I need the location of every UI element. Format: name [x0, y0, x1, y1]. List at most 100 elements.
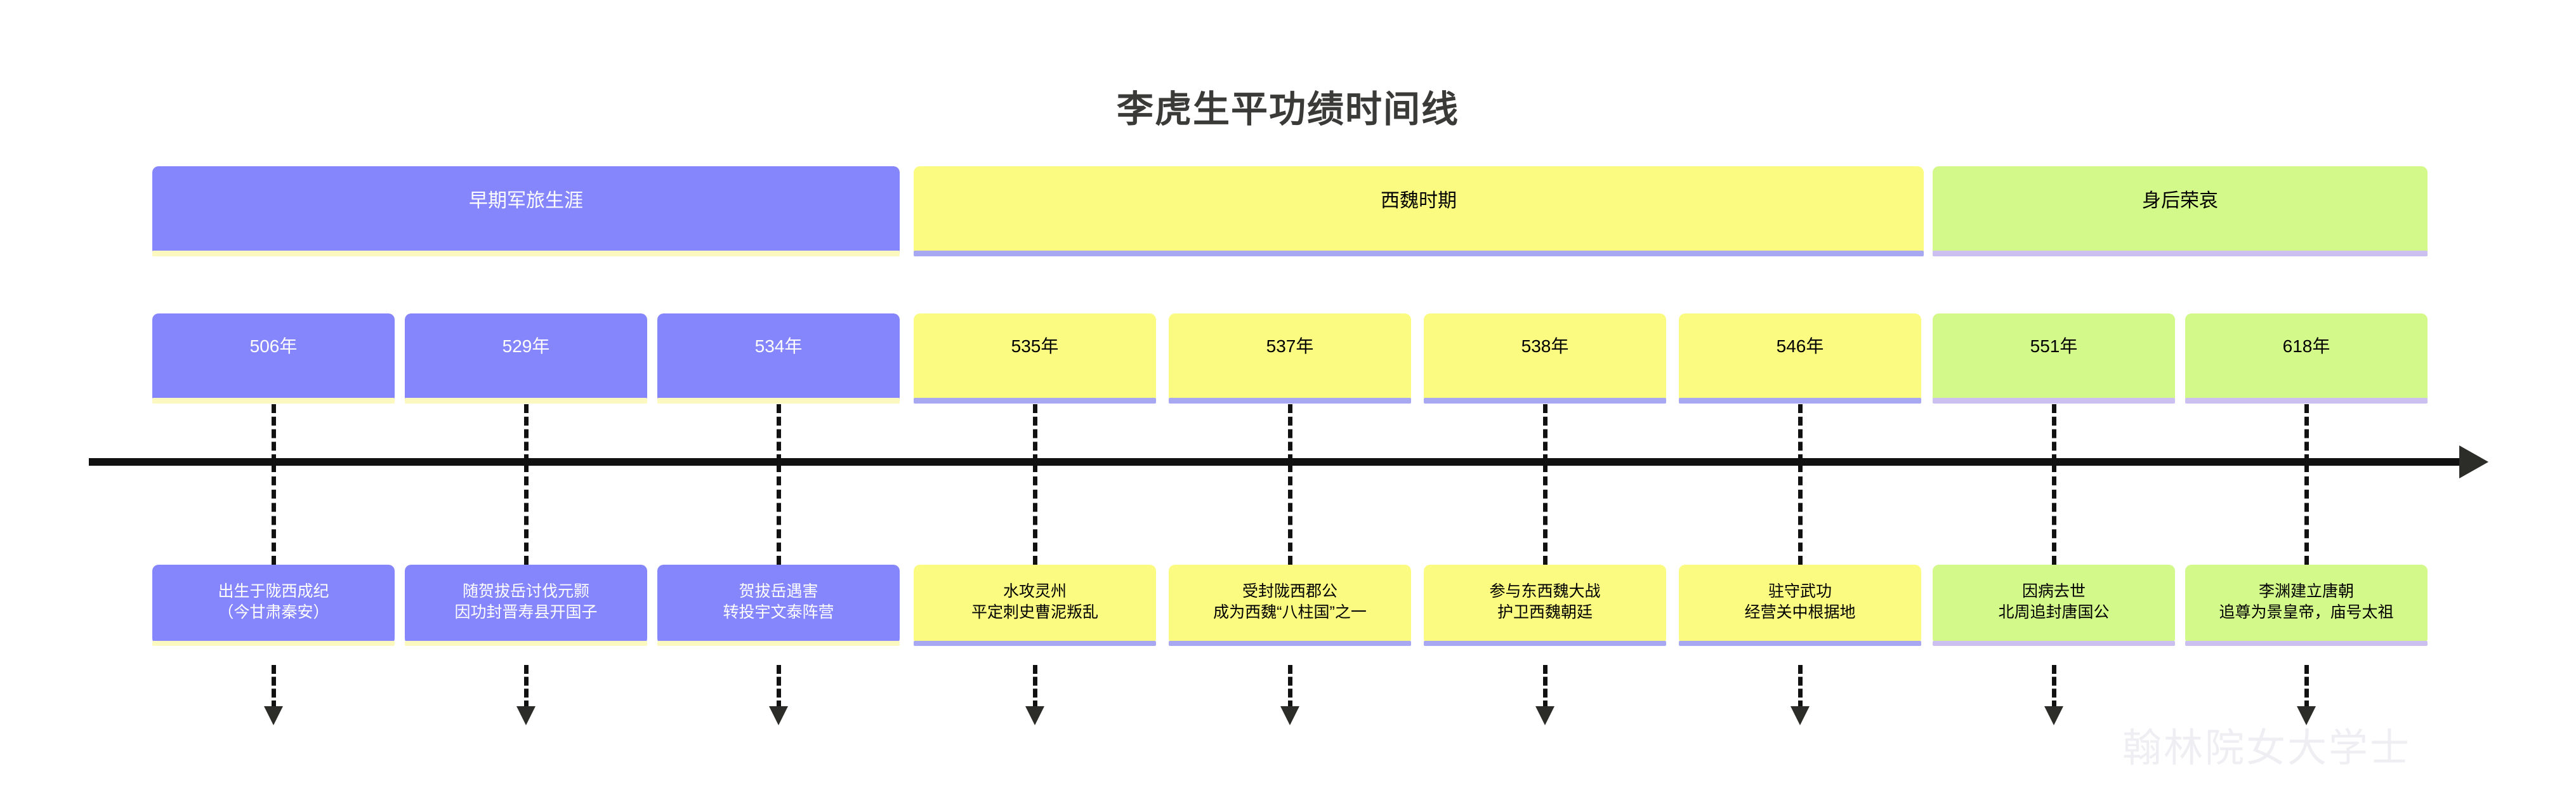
event-description-line: 驻守武功	[1768, 582, 1832, 600]
connector-dashed-line	[2052, 463, 2056, 565]
phase-band-label: 早期军旅生涯	[469, 190, 583, 211]
connector-dashed-line	[524, 665, 529, 709]
year-label: 551年	[2030, 336, 2078, 356]
connector-dashed-line	[1798, 665, 1803, 709]
event-description-line: 贺拔岳遇害	[739, 582, 818, 600]
connector-dashed-line	[1288, 404, 1292, 463]
event-box[interactable]: 随贺拔岳讨伐元颢因功封晋寿县开国子	[405, 565, 647, 645]
connector-dashed-line	[524, 404, 529, 463]
event-box-underline	[1424, 641, 1666, 646]
year-label: 537年	[1266, 336, 1314, 356]
event-description-line: 随贺拔岳讨伐元颢	[462, 582, 589, 600]
phase-band-underline	[152, 251, 900, 256]
event-box[interactable]: 出生于陇西成纪 （今甘肃秦安）	[152, 565, 395, 645]
year-box[interactable]: 506年	[152, 313, 395, 404]
year-box-underline	[1933, 398, 2175, 404]
connector-dashed-line	[1288, 665, 1292, 709]
year-label: 534年	[754, 336, 803, 356]
event-box-underline	[1169, 641, 1411, 646]
event-description-line: 受封陇西郡公	[1242, 582, 1337, 600]
connector-dashed-line	[1543, 463, 1548, 565]
connector-dashed-line	[1798, 404, 1803, 463]
year-box-underline	[2185, 398, 2428, 404]
event-box-underline	[1933, 641, 2175, 646]
event-box[interactable]: 参与东西魏大战护卫西魏朝廷	[1424, 565, 1666, 645]
year-box[interactable]: 534年	[657, 313, 900, 404]
event-description-line: 平定刺史曹泥叛乱	[971, 603, 1098, 621]
year-label: 535年	[1011, 336, 1059, 356]
year-box[interactable]: 537年	[1169, 313, 1411, 404]
year-box-underline	[1679, 398, 1921, 404]
connector-arrow-icon	[1280, 706, 1299, 725]
year-label: 506年	[249, 336, 298, 356]
phase-band[interactable]: 身后荣哀	[1933, 166, 2428, 256]
year-box-underline	[1169, 398, 1411, 404]
connector-dashed-line	[777, 665, 781, 709]
year-label: 618年	[2282, 336, 2330, 356]
event-description-line: 李渊建立唐朝	[2258, 582, 2354, 600]
connector-dashed-line	[1033, 404, 1037, 463]
connector-dashed-line	[777, 404, 781, 463]
event-description-line: 转投宇文泰阵营	[723, 603, 834, 621]
event-box-underline	[1679, 641, 1921, 646]
connector-dashed-line	[777, 463, 781, 565]
connector-arrow-icon	[1535, 706, 1554, 725]
year-box[interactable]: 538年	[1424, 313, 1666, 404]
phase-band[interactable]: 西魏时期	[914, 166, 1924, 256]
connector-dashed-line	[272, 665, 276, 709]
event-box[interactable]: 受封陇西郡公成为西魏“八柱国”之一	[1169, 565, 1411, 645]
event-description-line: 护卫西魏朝廷	[1497, 603, 1593, 621]
event-box[interactable]: 水攻灵州平定刺史曹泥叛乱	[914, 565, 1156, 645]
event-description-line: 经营关中根据地	[1744, 603, 1856, 621]
event-box[interactable]: 李渊建立唐朝追尊为景皇帝，庙号太祖	[2185, 565, 2428, 645]
year-box[interactable]: 546年	[1679, 313, 1921, 404]
connector-dashed-line	[524, 463, 529, 565]
event-description-line: 追尊为景皇帝，庙号太祖	[2219, 603, 2394, 621]
event-description-line: 因病去世	[2021, 582, 2086, 600]
phase-band-label: 西魏时期	[1381, 190, 1457, 211]
connector-dashed-line	[2304, 404, 2309, 463]
year-box[interactable]: 535年	[914, 313, 1156, 404]
event-description-line: （今甘肃秦安）	[218, 603, 329, 621]
event-box[interactable]: 贺拔岳遇害转投宇文泰阵营	[657, 565, 900, 645]
phase-band-underline	[914, 251, 1924, 256]
connector-arrow-icon	[769, 706, 788, 725]
event-box-underline	[657, 641, 900, 646]
connector-dashed-line	[2052, 665, 2056, 709]
timeline-axis-line	[89, 458, 2462, 466]
connector-dashed-line	[1543, 665, 1548, 709]
connector-dashed-line	[1288, 463, 1292, 565]
event-box-underline	[2185, 641, 2428, 646]
year-box-underline	[152, 398, 395, 404]
phase-band-label: 身后荣哀	[2142, 190, 2218, 211]
phase-band-underline	[1933, 251, 2428, 256]
year-box[interactable]: 618年	[2185, 313, 2428, 404]
event-box-underline	[152, 641, 395, 646]
watermark: 翰林院女大学士	[2122, 727, 2412, 770]
event-description-line: 参与东西魏大战	[1489, 582, 1601, 600]
event-box-underline	[914, 641, 1156, 646]
connector-dashed-line	[1033, 463, 1037, 565]
timeline-axis-arrow-icon	[2459, 445, 2488, 478]
connector-dashed-line	[272, 404, 276, 463]
connector-arrow-icon	[1025, 706, 1044, 725]
connector-dashed-line	[2304, 665, 2309, 709]
connector-dashed-line	[1033, 665, 1037, 709]
phase-band[interactable]: 早期军旅生涯	[152, 166, 900, 256]
year-label: 546年	[1776, 336, 1824, 356]
event-description-line: 北周追封唐国公	[1998, 603, 2110, 621]
event-box[interactable]: 因病去世北周追封唐国公	[1933, 565, 2175, 645]
year-box-underline	[914, 398, 1156, 404]
event-description-line: 出生于陇西成纪	[218, 582, 329, 600]
event-box[interactable]: 驻守武功经营关中根据地	[1679, 565, 1921, 645]
connector-dashed-line	[1798, 463, 1803, 565]
year-label: 538年	[1521, 336, 1569, 356]
year-label: 529年	[502, 336, 550, 356]
connector-dashed-line	[1543, 404, 1548, 463]
year-box[interactable]: 551年	[1933, 313, 2175, 404]
page-title: 李虎生平功绩时间线	[1116, 89, 1459, 130]
year-box[interactable]: 529年	[405, 313, 647, 404]
event-description-line: 成为西魏“八柱国”之一	[1213, 603, 1367, 621]
connector-arrow-icon	[1791, 706, 1810, 725]
